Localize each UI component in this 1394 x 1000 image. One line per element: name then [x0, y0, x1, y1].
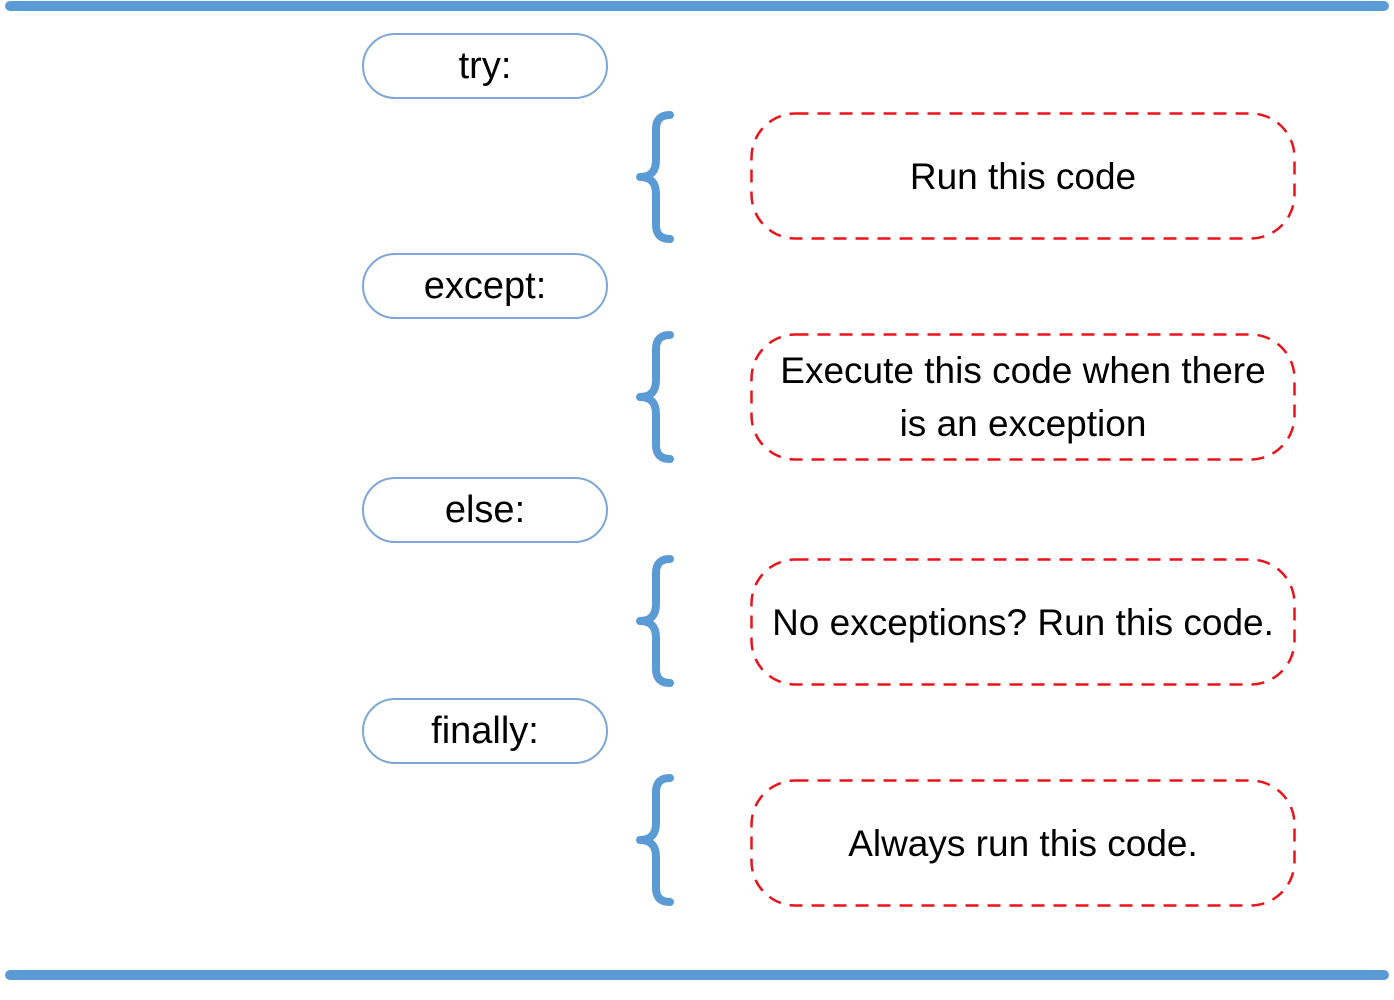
- keyword-finally: finally:: [362, 698, 608, 764]
- block-try: Run this code: [750, 112, 1296, 240]
- curly-brace-icon: [636, 111, 674, 243]
- block-finally: Always run this code.: [750, 779, 1296, 907]
- bottom-rule: [5, 970, 1389, 980]
- curly-brace-icon: [636, 331, 674, 463]
- curly-brace-icon: [636, 555, 674, 687]
- block-except: Execute this code when there is an excep…: [750, 333, 1296, 461]
- block-except-text: Execute this code when there is an excep…: [780, 350, 1266, 444]
- dashed-frame: [750, 558, 1296, 686]
- top-rule: [5, 1, 1389, 11]
- dashed-frame: [750, 779, 1296, 907]
- block-finally-text: Always run this code.: [848, 822, 1198, 864]
- keyword-try: try:: [362, 33, 608, 99]
- curly-brace-icon: [636, 774, 674, 906]
- block-else-text: No exceptions? Run this code.: [772, 601, 1274, 643]
- block-try-text: Run this code: [909, 155, 1137, 197]
- dashed-frame: [750, 333, 1296, 461]
- block-else: No exceptions? Run this code.: [750, 558, 1296, 686]
- dashed-frame: [750, 112, 1296, 240]
- keyword-except: except:: [362, 253, 608, 319]
- keyword-else: else:: [362, 477, 608, 543]
